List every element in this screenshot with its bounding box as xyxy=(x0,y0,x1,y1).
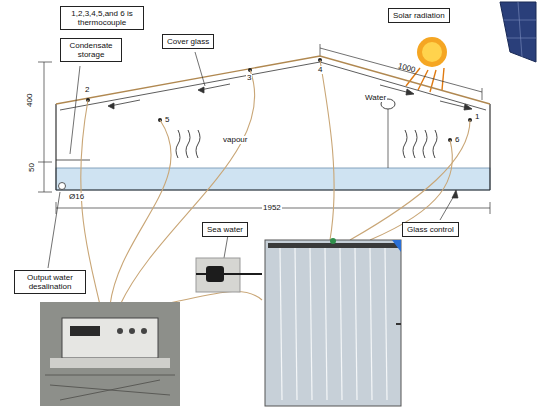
callout-number: 5 xyxy=(164,116,170,124)
solar-still-photo xyxy=(265,238,401,406)
part-label: Water xyxy=(364,94,387,102)
label-text: Sea water xyxy=(207,225,243,234)
label-box: Condensate storage xyxy=(60,38,122,62)
label-box: 1,2,3,4,5,and 6 is thermocouple xyxy=(60,6,144,30)
still-basin xyxy=(56,104,490,190)
label-text: Glass control xyxy=(407,225,454,234)
callout-number: 4 xyxy=(317,66,323,74)
sun xyxy=(406,37,447,92)
callout-number: 1 xyxy=(474,113,480,121)
data-logger-photo xyxy=(40,302,180,406)
label-box: Glass control xyxy=(402,222,459,237)
cover-glass xyxy=(56,56,490,110)
condensate-arrow xyxy=(108,84,472,110)
label-text: Output water desalination xyxy=(19,273,81,291)
dimension-line xyxy=(320,44,482,100)
callout-number: 6 xyxy=(454,136,460,144)
dimension-line xyxy=(38,62,52,192)
dimension-label: 1952 xyxy=(262,204,282,212)
label-text: 1,2,3,4,5,and 6 is thermocouple xyxy=(65,9,139,27)
dimension-label: 1000 xyxy=(396,62,417,75)
label-text: Condensate storage xyxy=(65,41,117,59)
label-text: Cover glass xyxy=(167,37,209,46)
solar-panel xyxy=(500,2,536,62)
thermocouple-point xyxy=(86,58,472,142)
dimension-label: Ø16 xyxy=(68,193,85,201)
leader-line xyxy=(48,52,458,268)
callout-number: 2 xyxy=(84,86,90,94)
label-box: Cover glass xyxy=(162,34,214,49)
dimension-label: 50 xyxy=(28,162,36,173)
dimension-line xyxy=(56,202,490,214)
dimension-label: 400 xyxy=(26,93,34,108)
part-label: vapour xyxy=(222,136,248,144)
water-inlet xyxy=(381,99,395,168)
vapour-arrow xyxy=(176,130,437,158)
pump-photo xyxy=(196,258,262,292)
label-text: Solar radiation xyxy=(393,11,445,20)
label-box: Output water desalination xyxy=(14,270,86,294)
callout-number: 3 xyxy=(246,74,252,82)
label-box: Sea water xyxy=(202,222,248,237)
label-box: Solar radiation xyxy=(388,8,450,23)
